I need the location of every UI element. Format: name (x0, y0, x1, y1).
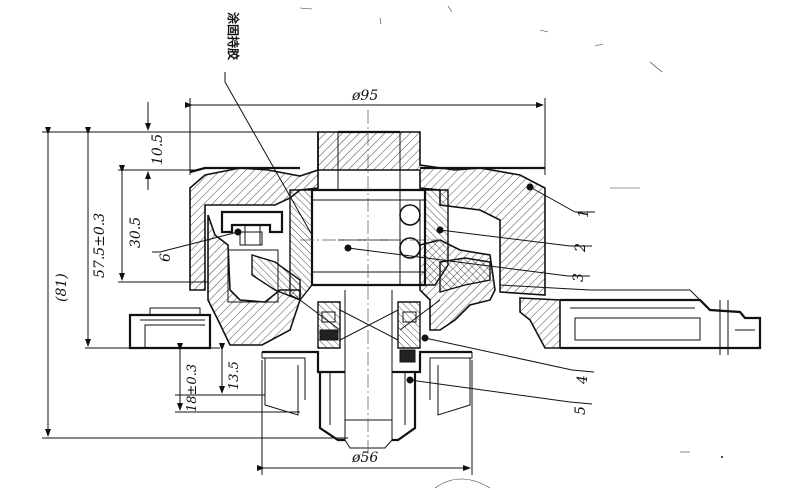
bottom-diameter-label: ø56 (351, 450, 378, 466)
dim-13-5-label: 13.5 (227, 361, 242, 390)
scan-specks (299, 5, 723, 489)
dim-30-5-label: 30.5 (128, 217, 144, 248)
part-label-1: 1 (576, 209, 592, 218)
part-label-2: 2 (573, 243, 589, 253)
shaft (310, 130, 427, 449)
leader-lines (152, 186, 595, 405)
part-label-6: 6 (158, 253, 174, 262)
dim-57-5-label: 57.5±0.3 (92, 213, 108, 278)
lower-sleeve (261, 350, 473, 442)
coating-leader (224, 72, 313, 236)
part-label-5: 5 (573, 406, 589, 415)
seals (317, 301, 421, 363)
cup-insert-6 (220, 210, 284, 303)
part-label-4: 4 (575, 375, 591, 385)
coating-note: 涂固持胶 (226, 12, 241, 60)
dim-18-label: 18±0.3 (185, 364, 200, 412)
top-diameter-label: ø95 (351, 88, 378, 104)
part-label-3: 3 (571, 273, 587, 282)
dim-10-5-label: 10.5 (150, 134, 166, 165)
dim-81-label: (81) (54, 273, 70, 302)
dimension-lines (42, 98, 546, 475)
bearing (289, 189, 449, 301)
